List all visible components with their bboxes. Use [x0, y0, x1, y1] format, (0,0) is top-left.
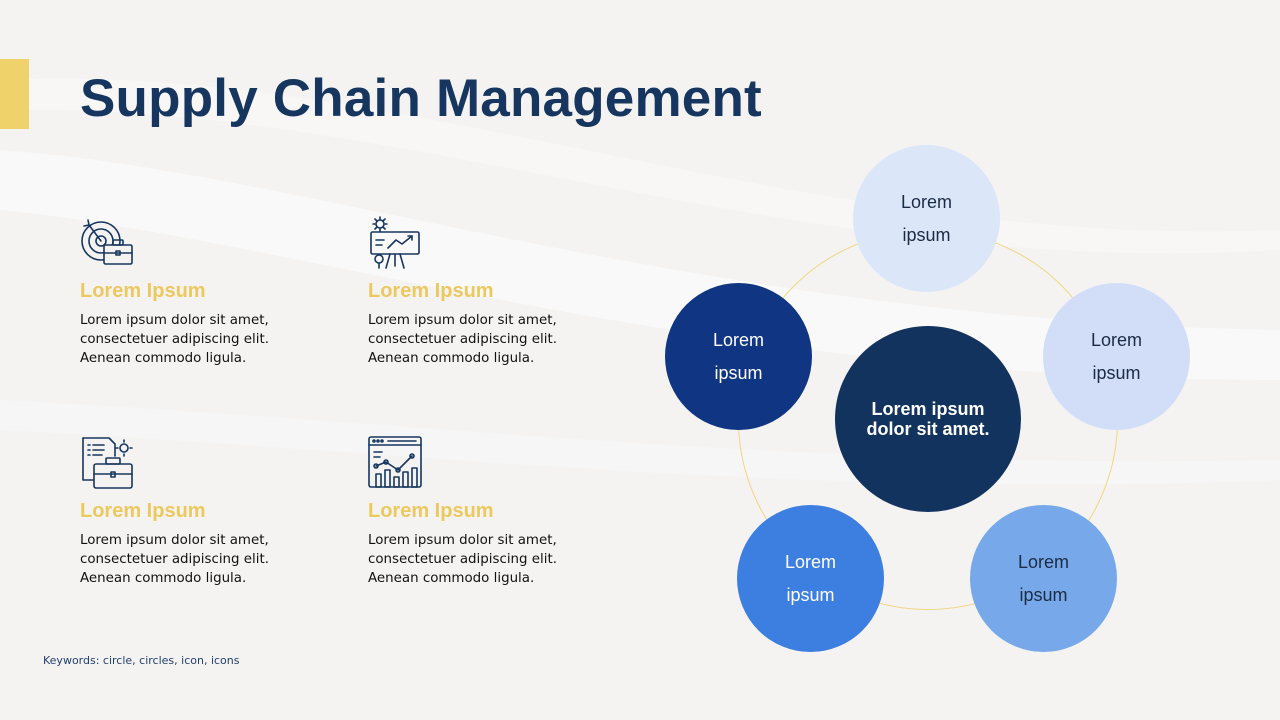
- document-briefcase-icon: [80, 436, 134, 490]
- node-label: ipsum: [1019, 584, 1068, 605]
- feature-text-line: Aenean commodo ligula.: [368, 351, 535, 366]
- cycle-node-left: Lorem ipsum: [665, 283, 812, 430]
- slide-title: Supply Chain Management: [80, 69, 762, 128]
- keywords-footer: Keywords: circle, circles, icon, icons: [43, 654, 240, 667]
- feature-title: Lorem Ipsum: [368, 500, 494, 522]
- feature-text-line: Lorem ipsum dolor sit amet,: [368, 533, 557, 548]
- node-label: Lorem: [1017, 551, 1070, 572]
- cycle-node-bottom-right: Lorem ipsum: [970, 505, 1117, 652]
- cycle-node-bottom-left: Lorem ipsum: [737, 505, 884, 652]
- node-label: ipsum: [714, 362, 763, 383]
- feature-text-line: consectetuer adipiscing elit.: [368, 332, 557, 347]
- feature-title: Lorem Ipsum: [80, 280, 206, 302]
- node-label: Lorem: [712, 329, 765, 350]
- node-label: ipsum: [786, 584, 835, 605]
- feature-text-line: consectetuer adipiscing elit.: [80, 332, 269, 347]
- feature-title: Lorem Ipsum: [368, 280, 494, 302]
- feature-description: Lorem ipsum dolor sit amet, consectetuer…: [80, 311, 340, 368]
- feature-text-line: Lorem ipsum dolor sit amet,: [80, 313, 269, 328]
- feature-description: Lorem ipsum dolor sit amet, consectetuer…: [368, 311, 628, 368]
- feature-text-line: Lorem ipsum dolor sit amet,: [80, 533, 269, 548]
- feature-title: Lorem Ipsum: [80, 500, 206, 522]
- feature-text-line: Aenean commodo ligula.: [80, 571, 247, 586]
- feature-text-line: consectetuer adipiscing elit.: [368, 552, 557, 567]
- analytics-dashboard-icon: [368, 436, 422, 490]
- feature-text-line: consectetuer adipiscing elit.: [80, 552, 269, 567]
- center-label: Lorem ipsum: [871, 399, 985, 419]
- feature-description: Lorem ipsum dolor sit amet, consectetuer…: [368, 531, 628, 588]
- cycle-node-right: Lorem ipsum: [1043, 283, 1190, 430]
- node-label: Lorem: [784, 551, 837, 572]
- node-label: ipsum: [902, 224, 951, 245]
- node-label: ipsum: [1092, 362, 1141, 383]
- presentation-board-icon: [368, 216, 422, 270]
- node-label: Lorem: [1090, 329, 1143, 350]
- feature-text-line: Lorem ipsum dolor sit amet,: [368, 313, 557, 328]
- cycle-node-top: Lorem ipsum: [853, 145, 1000, 292]
- cycle-center-node: Lorem ipsum dolor sit amet.: [835, 326, 1021, 512]
- center-label: dolor sit amet.: [866, 419, 990, 439]
- target-briefcase-icon: [80, 216, 134, 270]
- feature-description: Lorem ipsum dolor sit amet, consectetuer…: [80, 531, 340, 588]
- feature-text-line: Aenean commodo ligula.: [368, 571, 535, 586]
- title-accent-bar: [0, 59, 29, 129]
- node-label: Lorem: [900, 191, 953, 212]
- feature-text-line: Aenean commodo ligula.: [80, 351, 247, 366]
